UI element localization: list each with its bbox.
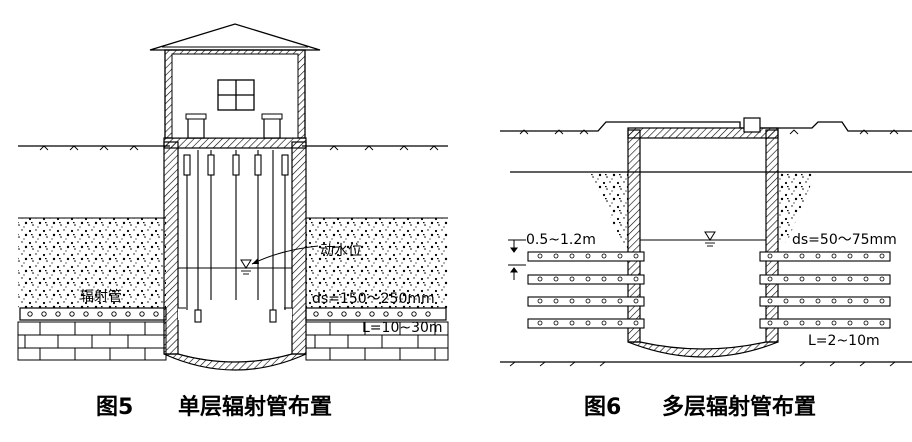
label-pipe-diameter: ds=150～250mm [312, 291, 435, 307]
aquifer-left [18, 218, 166, 308]
radial-pipe-right [305, 307, 447, 321]
caption-number: 图5 [96, 395, 133, 420]
gravel-fill-right [776, 172, 816, 250]
aquifer-right [306, 218, 448, 308]
bottom-hatch [509, 361, 896, 367]
radial-pipe-left [19, 307, 167, 321]
pump-motor-left [187, 117, 205, 139]
radial-pipes-left [527, 251, 645, 329]
caption-number: 图6 [584, 395, 621, 420]
label-pipe-length: L=2~10m [808, 333, 880, 349]
label-water-level: 动水位 [320, 243, 362, 259]
radial-pipes-right [759, 251, 891, 329]
bedrock-left [17, 321, 167, 361]
label-pipe-diameter: ds=50～75mm [792, 232, 897, 248]
gravel-fill-left [590, 172, 628, 250]
collector-well [627, 117, 779, 358]
water-level-marker [178, 245, 319, 275]
label-radial-pipe: 辐射管 [80, 289, 122, 305]
spacing-dimension [508, 239, 526, 280]
figure-6-multi-layer: 0.5~1.2m ds=50～75mm L=2~10m 图6 多层辐射管布置 [500, 117, 912, 420]
pump-motor-right [263, 117, 281, 139]
suction-pipes [183, 150, 289, 323]
water-level-marker [704, 231, 716, 247]
caption-title: 单层辐射管布置 [178, 394, 332, 420]
grass-tufts [519, 129, 899, 135]
figure-5-single-layer: 动水位 辐射管 ds=150～250mm L=10~30m 图5 单层辐射管布置 [17, 23, 449, 420]
label-layer-spacing: 0.5~1.2m [526, 232, 596, 248]
grass-tufts [39, 145, 439, 151]
pump-house [149, 23, 321, 139]
collector-well [163, 137, 307, 371]
caption-title: 多层辐射管布置 [662, 394, 816, 420]
label-pipe-length: L=10~30m [362, 320, 443, 336]
